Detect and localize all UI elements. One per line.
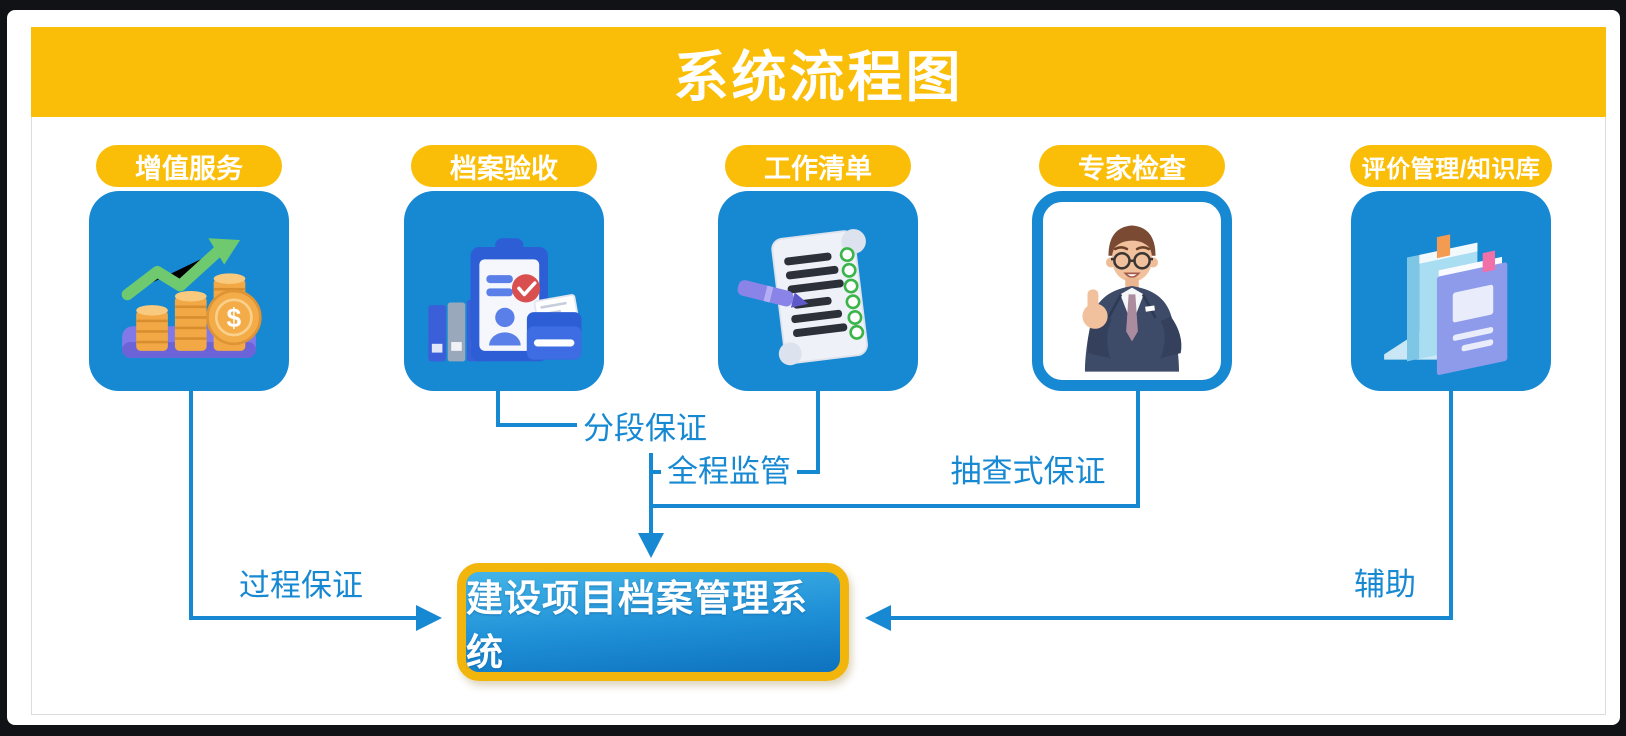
growth-chart-coins-icon: $ — [121, 238, 262, 358]
diagram-card: 系统流程图 增值服务 — [7, 10, 1620, 725]
svg-text:$: $ — [227, 303, 242, 333]
flow-node-evaluation-knowledge: 评价管理/知识库 — [1346, 145, 1556, 391]
center-system-label: 建设项目档案管理系统 — [466, 578, 808, 673]
flow-node-archive-acceptance: 档案验收 — [399, 145, 609, 391]
expert-person-icon — [1082, 225, 1182, 372]
arrow-into-box-right — [865, 605, 891, 631]
arrow-into-box-top — [638, 533, 664, 558]
flow-node-value-added: 增值服务 — [84, 145, 294, 391]
node-icon-tile — [1032, 191, 1232, 391]
node-label-pill: 评价管理/知识库 — [1349, 145, 1553, 187]
clipboard-approval-icon — [428, 238, 582, 362]
knowledge-books-icon — [1384, 234, 1508, 375]
node-label-pill: 工作清单 — [725, 145, 911, 187]
node-label-pill: 增值服务 — [96, 145, 282, 187]
node-icon-tile — [1351, 191, 1551, 391]
page-title: 系统流程图 — [673, 46, 964, 108]
flow-connectors — [189, 389, 1453, 631]
node-label-pill: 专家检查 — [1039, 145, 1225, 187]
edge-label-spot-check-guarantee: 抽查式保证 — [944, 455, 1112, 489]
node-label-pill: 档案验收 — [411, 145, 597, 187]
arrow-into-box-left — [416, 605, 442, 631]
diagram-panel: 系统流程图 增值服务 — [31, 27, 1606, 715]
header-band: 系统流程图 — [31, 27, 1606, 117]
edge-label-assist: 辅助 — [1348, 568, 1422, 602]
flow-node-work-list: 工作清单 — [713, 145, 923, 391]
edge-label-segmented-guarantee: 分段保证 — [577, 412, 713, 446]
node-icon-tile — [404, 191, 604, 391]
checklist-scroll-icon — [737, 229, 868, 366]
node-icon-tile: $ — [89, 191, 289, 391]
edge-label-full-process-supervision: 全程监管 — [661, 455, 797, 489]
center-system-box: 建设项目档案管理系统 — [457, 563, 849, 681]
node-icon-tile — [718, 191, 918, 391]
flow-node-expert-inspection: 专家检查 — [1027, 145, 1237, 391]
edge-label-process-guarantee: 过程保证 — [233, 569, 369, 603]
